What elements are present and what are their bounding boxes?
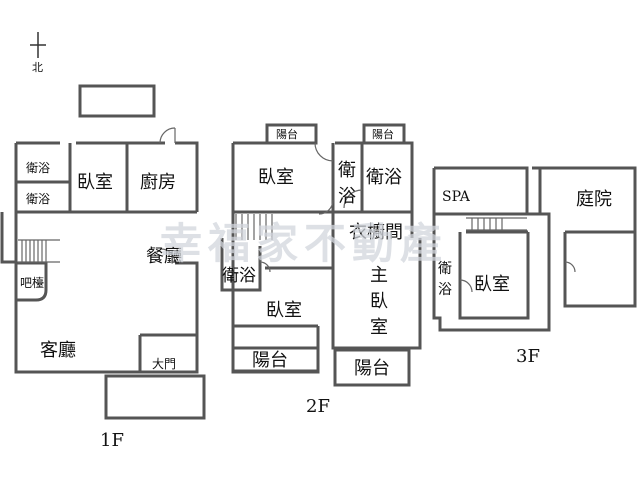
- floor-2f: 陽台 陽台 臥室 衛 浴 衛浴 衣櫥間 衛浴 臥室 主 臥 室 陽台 陽台 2F: [220, 123, 422, 417]
- room-bar-1f: 吧檯: [20, 276, 44, 290]
- floor-3f: SPA 庭院 衛 浴 臥室 3F: [432, 166, 637, 367]
- balcony-bot-2f-b: [333, 348, 411, 387]
- room-bath-2f-mid-1: 衛: [338, 160, 356, 181]
- floor-1f: 衛浴 衛浴 臥室 廚房 餐廳 吧檯 客廳 大門 1F: [0, 84, 206, 451]
- room-balcony-top-2f-a: 陽台: [276, 127, 298, 141]
- north-arrow-icon: [30, 32, 46, 58]
- floor-label-3f: 3F: [516, 346, 540, 367]
- watermark: 幸福家不動產: [160, 219, 448, 268]
- room-entrance-1f: 大門: [152, 357, 176, 371]
- balcony-bot-2f-a: [231, 346, 320, 374]
- room-spa-3f: SPA: [442, 189, 471, 205]
- bar-counter: [16, 261, 48, 302]
- room-bedroom-2f-b: 臥室: [266, 300, 302, 321]
- room-garden-3f: 庭院: [576, 189, 612, 210]
- room-kitchen-1f: 廚房: [140, 171, 176, 193]
- room-bedroom-1f: 臥室: [77, 172, 113, 193]
- room-bath-1f-a: 衛浴: [26, 161, 50, 175]
- room-balcony-bot-2f-a: 陽台: [252, 350, 288, 371]
- stairs-3f-icon: [466, 217, 527, 231]
- stairs-2f-icon: [235, 214, 273, 240]
- floor-label-2f: 2F: [306, 396, 330, 417]
- room-bedroom-3f: 臥室: [474, 274, 510, 295]
- room-master-2f-2: 臥: [370, 291, 388, 312]
- room-master-2f-1: 主: [370, 265, 388, 286]
- room-dining-1f: 餐廳: [146, 246, 182, 267]
- room-bath-1f-b: 衛浴: [26, 192, 50, 206]
- room-bath-2f-mid-2: 浴: [338, 186, 356, 207]
- floor-label-1f: 1F: [100, 430, 124, 451]
- roof-top-1f: [78, 84, 156, 118]
- room-master-2f-3: 室: [370, 317, 388, 338]
- room-bath-2f-small: 衛浴: [222, 266, 256, 286]
- room-balcony-top-2f-b: 陽台: [372, 127, 394, 141]
- stairs-1f-icon: [18, 239, 60, 263]
- room-closet-2f: 衣櫥間: [349, 222, 403, 243]
- room-bath-3f-2: 浴: [438, 282, 452, 298]
- room-bath-2f-right: 衛浴: [366, 167, 402, 188]
- room-living-1f: 客廳: [40, 340, 76, 361]
- room-bath-3f-1: 衛: [438, 261, 452, 277]
- porch-1f: [104, 374, 206, 420]
- north-label: 北: [32, 61, 43, 74]
- room-bedroom-2f-a: 臥室: [258, 167, 294, 188]
- room-balcony-bot-2f-b: 陽台: [354, 358, 390, 379]
